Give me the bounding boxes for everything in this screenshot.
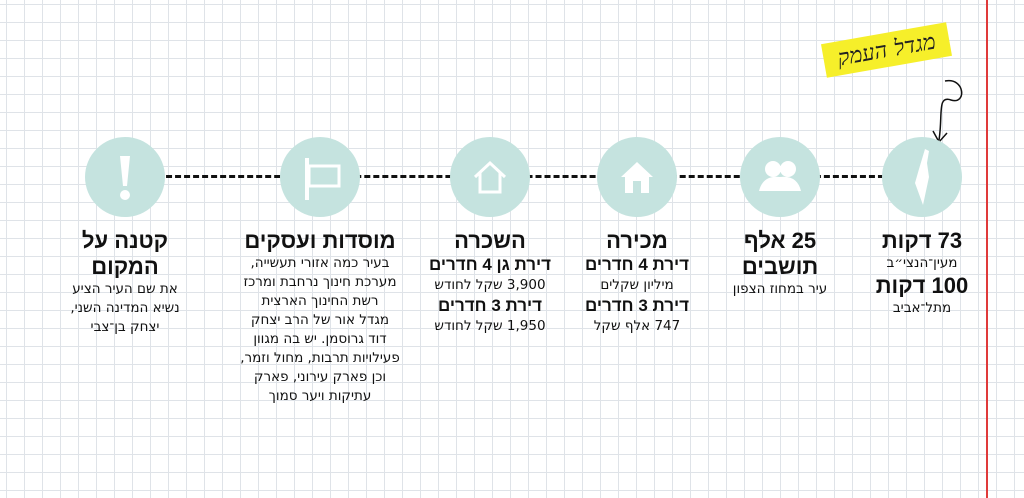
info-heading: דירת 4 חדרים (584, 255, 690, 274)
info-column: השכרה דירת גן 4 חדרים 3,900 שקל לחודש דירת … (400, 228, 580, 336)
info-text: 747 אלף שקל (593, 318, 681, 334)
info-heading: דירת גן 4 חדרים (428, 255, 552, 274)
info-column: מוסדות ועסקים בעיר כמה אזורי תעשייה, מערכת… (230, 228, 410, 406)
info-text: מתל־אביב (892, 300, 952, 316)
info-text: נשיא המדינה השני, (70, 300, 180, 316)
house-rent-icon (450, 137, 530, 217)
signpost-icon (280, 137, 360, 217)
info-heading: מוסדות ועסקים (244, 228, 396, 253)
people-icon (740, 137, 820, 217)
info-heading: 25 אלף (743, 228, 817, 253)
info-text: מעין־הנצי״ב (886, 255, 958, 271)
info-heading: 100 דקות (875, 273, 969, 298)
info-text: מגדל אור של הרב יצחק (250, 312, 390, 328)
israel-map-icon (882, 137, 962, 217)
info-text: עתיקות ויער סמוך (268, 388, 372, 404)
info-text: מערכת חינוך נרחבת ומרכז (243, 274, 397, 290)
info-text: יצחק בן־צבי (90, 319, 160, 335)
info-heading: קטנה על (81, 228, 169, 253)
info-column: מכירה דירת 4 חדרים מיליון שקלים דירת 3 חדרי… (547, 228, 727, 336)
info-column: 73 דקות מעין־הנצי״ב 100 דקות מתל־אביב (832, 228, 1012, 318)
city-title: מגדל העמק (821, 22, 953, 78)
info-heading: דירת 3 חדרים (584, 296, 690, 315)
info-heading: תושבים (741, 254, 819, 279)
info-text: רשת החינוך הארצית (261, 293, 379, 309)
info-heading: 73 דקות (881, 228, 963, 253)
info-heading: השכרה (454, 228, 526, 253)
info-text: 3,900 שקל לחודש (434, 277, 546, 293)
info-text: בעיר כמה אזורי תעשייה, (250, 255, 390, 271)
info-heading: דירת 3 חדרים (437, 296, 543, 315)
margin-line (986, 0, 988, 498)
info-text: את שם העיר הציע (72, 281, 178, 297)
info-text: דוד גרוסמן. יש בה מגוון (253, 331, 387, 347)
info-text: עיר במחוז הצפון (732, 281, 828, 297)
info-text: וכן פארק עירוני, פארק (253, 369, 387, 385)
exclamation-icon (85, 137, 165, 217)
info-heading: המקום (91, 254, 159, 279)
info-text: 1,950 שקל לחודש (434, 318, 546, 334)
info-heading: מכירה (606, 228, 668, 253)
info-text: פעילויות תרבות, מחול וזמר, (240, 350, 400, 366)
info-text: מיליון שקלים (600, 277, 674, 293)
house-sale-icon (597, 137, 677, 217)
